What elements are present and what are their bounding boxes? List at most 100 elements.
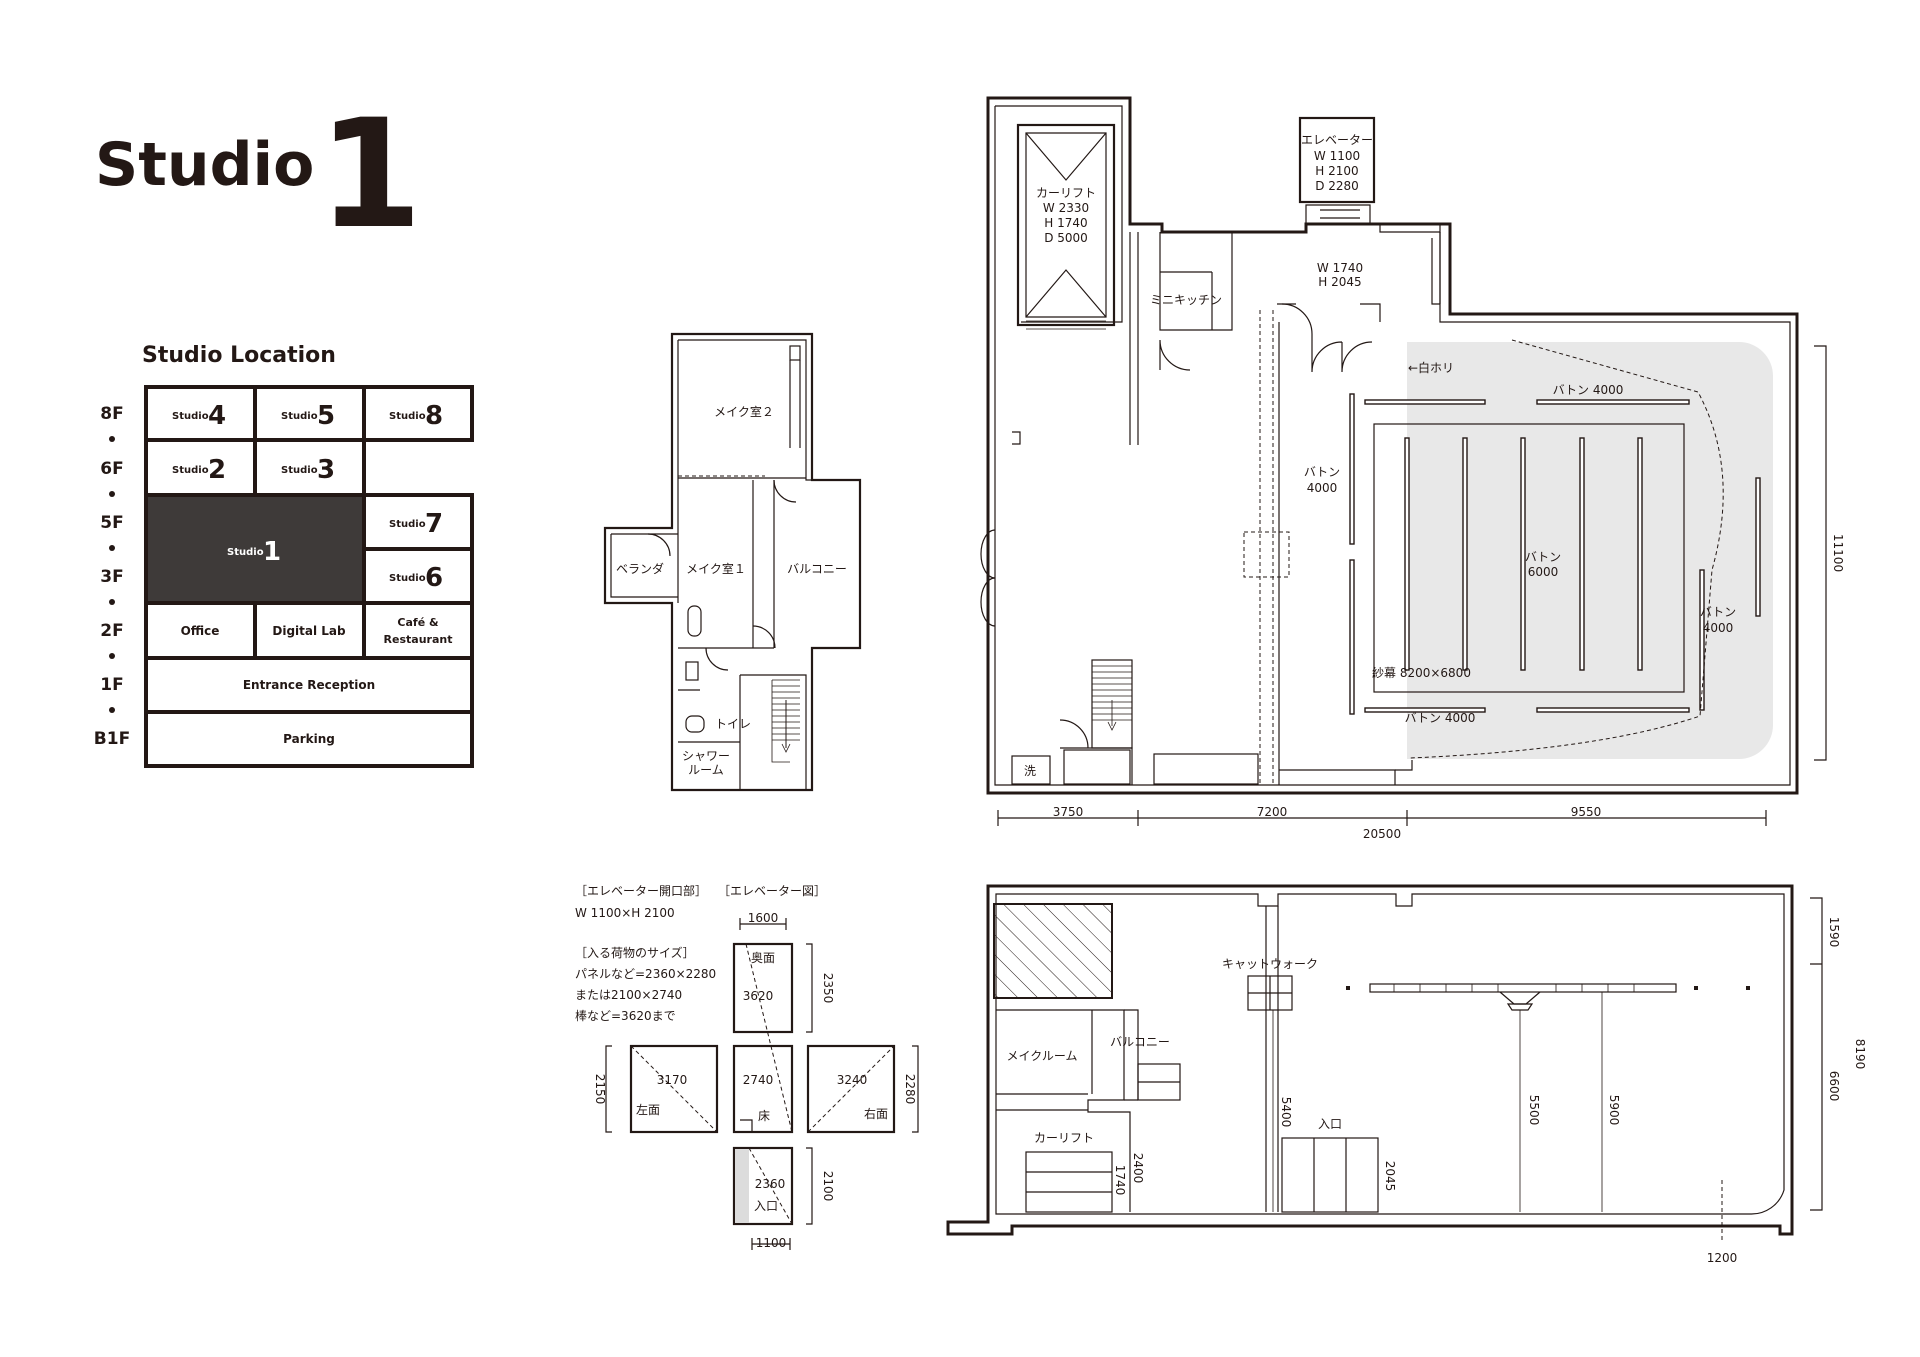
title-word: Studio [95, 130, 314, 200]
floor-dots [109, 436, 115, 713]
baton-left-2: 4000 [1307, 481, 1338, 495]
car-lift-h: H 1740 [1044, 216, 1087, 230]
studio-number-7[interactable]: 7 [425, 509, 443, 539]
floor-b1f: B1F [94, 729, 130, 749]
section-car-lift-label: カーリフト [1034, 1131, 1094, 1145]
section-entrance-label: 入口 [1318, 1117, 1342, 1131]
baton-right-2: 4000 [1703, 621, 1734, 635]
balcony-label: バルコニー [787, 562, 847, 576]
catwalk-label: キャットウォーク [1222, 957, 1318, 971]
dim-8190: 8190 [1853, 1039, 1867, 1070]
diag-right-label: 右面 [864, 1106, 888, 1121]
cafe-label-1[interactable]: Café & [397, 616, 439, 629]
studio-number-3[interactable]: 3 [317, 455, 335, 485]
diag-back-side: 2350 [821, 973, 835, 1004]
digital-lab-label[interactable]: Digital Lab [272, 624, 346, 638]
diag-left-len: 3170 [657, 1073, 688, 1087]
entrance-label[interactable]: Entrance Reception [243, 678, 375, 692]
cargo-3: 棒など=3620まで [575, 1009, 676, 1023]
diag-left-label: 左面 [636, 1102, 660, 1117]
cafe-label-2[interactable]: Restaurant [384, 633, 453, 646]
dim-11100: 11100 [1831, 534, 1845, 572]
toilet-label: トイレ [715, 717, 751, 731]
studio-number-1[interactable]: 1 [263, 537, 281, 567]
shower-label-2: ルーム [688, 763, 724, 777]
dim-7200: 7200 [1257, 805, 1288, 819]
section-view [946, 884, 1823, 1240]
dim-1590: 1590 [1827, 917, 1841, 948]
cargo-2: または2100×2740 [575, 988, 682, 1002]
elevator-w: W 1100 [1314, 149, 1360, 163]
dim-2045: 2045 [1383, 1161, 1397, 1192]
parking-label[interactable]: Parking [283, 732, 335, 746]
studio-label-7[interactable]: Studio [389, 519, 426, 530]
door-w: W 1740 [1317, 261, 1363, 275]
diag-left-h: 2150 [593, 1074, 607, 1105]
diag-top-width: 1600 [748, 911, 779, 925]
studio-label-5[interactable]: Studio [281, 411, 318, 422]
studio-number-5[interactable]: 5 [317, 401, 335, 431]
dim-2400: 2400 [1131, 1153, 1145, 1184]
studio-label-8[interactable]: Studio [389, 411, 426, 422]
diag-front-side: 2100 [821, 1171, 835, 1202]
dim-5900: 5900 [1607, 1095, 1621, 1126]
dim-6600: 6600 [1827, 1071, 1841, 1102]
office-label[interactable]: Office [181, 624, 220, 638]
studio-label-3[interactable]: Studio [281, 465, 318, 476]
studio-label-4[interactable]: Studio [172, 411, 209, 422]
baton-center-2: 6000 [1528, 565, 1559, 579]
floor-3f: 3F [100, 567, 123, 587]
veranda-label: ベランダ [616, 561, 664, 576]
dim-9550: 9550 [1571, 805, 1602, 819]
diag-front-len: 2360 [755, 1177, 786, 1191]
makeup-plan [603, 332, 862, 792]
diagram-heading: ［エレベーター図］ [718, 884, 826, 898]
floor-6f: 6F [100, 459, 123, 479]
studio-number-4[interactable]: 4 [208, 401, 226, 431]
baton-left-1: バトン [1304, 465, 1340, 479]
floor-1f: 1F [100, 675, 123, 695]
studio-number-6[interactable]: 6 [425, 563, 443, 593]
floor-8f: 8F [100, 404, 123, 424]
floor-5f: 5F [100, 513, 123, 533]
diag-right-len: 3240 [837, 1073, 868, 1087]
empty-cell [366, 442, 478, 493]
studio-label-1[interactable]: Studio [227, 547, 264, 558]
studio-number-2[interactable]: 2 [208, 455, 226, 485]
elevator-name: エレベーター [1301, 133, 1373, 147]
dim-3750: 3750 [1053, 805, 1084, 819]
car-lift-d: D 5000 [1044, 231, 1088, 245]
shirohori-area [1407, 342, 1773, 759]
dim-1740: 1740 [1113, 1165, 1127, 1196]
baton-top: バトン 4000 [1553, 383, 1624, 397]
baton-center-1: バトン [1525, 550, 1561, 564]
cargo-heading: ［入る荷物のサイズ］ [575, 945, 695, 960]
baton-bottom: バトン 4000 [1405, 711, 1476, 725]
cargo-1: パネルなど=2360×2280 [575, 967, 716, 981]
shirohori-label: ←白ホリ [1408, 360, 1454, 375]
dim-20500: 20500 [1363, 827, 1401, 841]
baton-right-1: バトン [1700, 605, 1736, 619]
studio-label-2[interactable]: Studio [172, 465, 209, 476]
door-h: H 2045 [1318, 275, 1361, 289]
mini-kitchen-label: ミニキッチン [1150, 293, 1222, 307]
wash-label: 洗 [1024, 764, 1036, 778]
makeup-room-label: メイクルーム [1006, 1049, 1077, 1063]
main-floor-plan [980, 96, 1827, 826]
curtain-label: 紗幕 8200×6800 [1372, 666, 1471, 680]
makeup-room-2: メイク室２ [714, 404, 774, 419]
elevator-h: H 2100 [1315, 164, 1358, 178]
diag-front-label: 入口 [754, 1199, 778, 1213]
car-lift-w: W 2330 [1043, 201, 1089, 215]
studio-number-8[interactable]: 8 [425, 401, 443, 431]
opening-size: W 1100×H 2100 [575, 906, 675, 920]
elevator-d: D 2280 [1315, 179, 1359, 193]
diag-right-h: 2280 [903, 1074, 917, 1105]
makeup-room-1: メイク室１ [686, 561, 746, 576]
studio-label-6[interactable]: Studio [389, 573, 426, 584]
diag-bottom-width: 1100 [756, 1236, 787, 1250]
diag-floor-len: 2740 [743, 1073, 774, 1087]
elevator-diagram [605, 918, 919, 1250]
title-number: 1 [318, 88, 422, 262]
